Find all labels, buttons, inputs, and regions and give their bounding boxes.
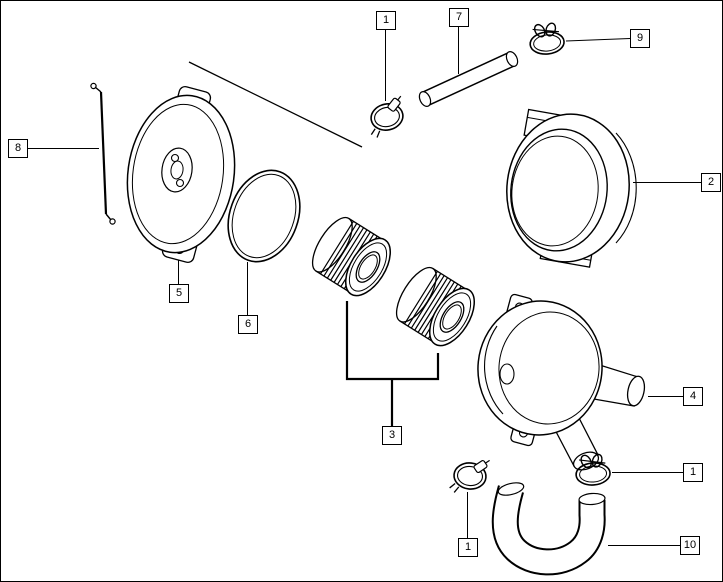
o-ring — [227, 169, 301, 263]
filter-sleeve — [506, 108, 637, 268]
filter-bracket — [345, 301, 440, 426]
callout-cover-screw[interactable]: 8 — [8, 139, 28, 158]
callout-intake-tube[interactable]: 7 — [449, 8, 469, 27]
cover-screw — [90, 82, 116, 225]
callout-hose-clamp-bottom[interactable]: 1 — [458, 538, 478, 557]
callout-filter-sleeve[interactable]: 2 — [701, 173, 721, 192]
air-box — [477, 293, 646, 471]
callout-air-box[interactable]: 4 — [683, 387, 703, 406]
callout-intake-hose[interactable]: 10 — [680, 536, 700, 555]
callout-filter-cover[interactable]: 5 — [169, 284, 189, 303]
intake-hose — [491, 482, 606, 576]
filter-cover — [126, 86, 236, 263]
callout-o-ring[interactable]: 6 — [238, 315, 258, 334]
callout-wire-clamp-right[interactable]: 1 — [683, 463, 703, 482]
callout-filter-elements[interactable]: 3 — [382, 426, 402, 445]
intake-tube — [418, 51, 519, 107]
callout-hose-clamp-top[interactable]: 1 — [376, 11, 396, 30]
callout-wire-clamp-top[interactable]: 9 — [630, 29, 650, 48]
